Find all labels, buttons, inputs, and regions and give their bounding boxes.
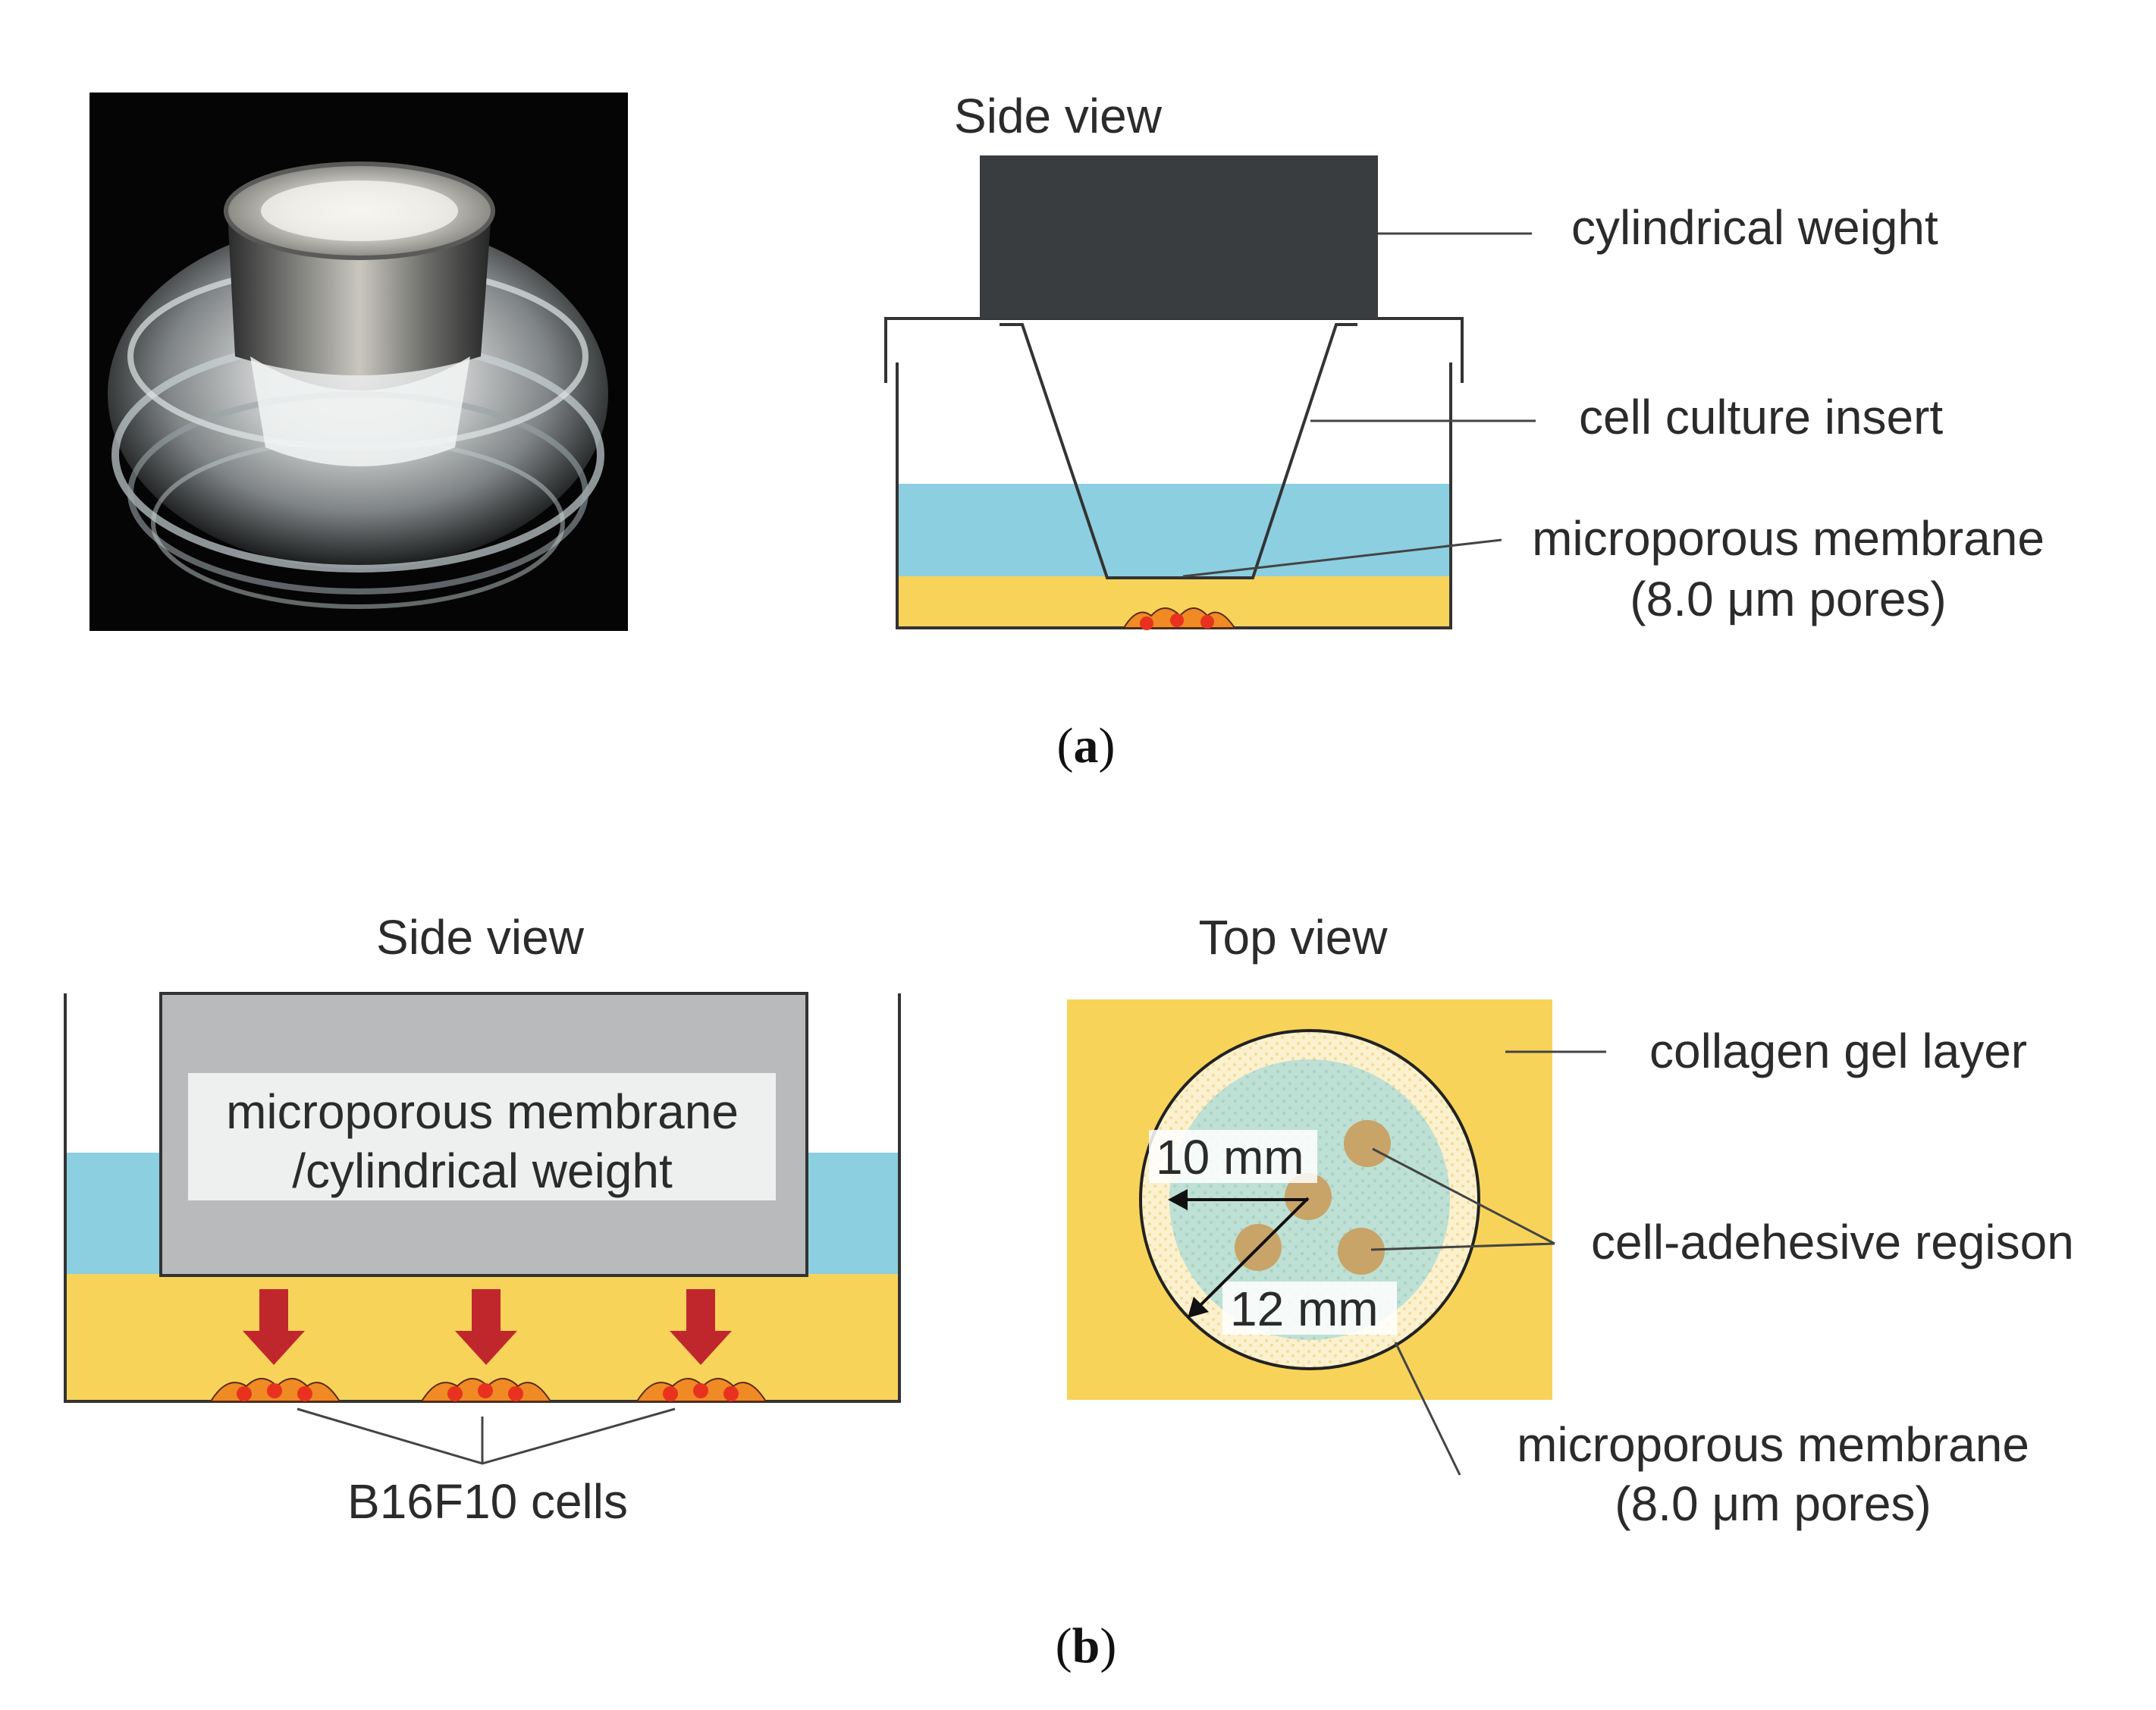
pressure-arrow-1 <box>243 1289 305 1365</box>
caption-a-letter: a <box>1074 718 1099 773</box>
label-cylindrical-weight: cylindrical weight <box>1571 200 1938 255</box>
adhesive-leader-2 <box>1370 1242 1555 1251</box>
panel-b-top-view-title: Top view <box>1199 910 1389 965</box>
label-membrane-a-line1: microporous membrane <box>1532 511 2045 566</box>
panel-b-side-view-title: Side view <box>376 910 585 965</box>
caption-b: (b) <box>1056 1618 1117 1674</box>
weight-box-line1: microporous membrane <box>226 1084 739 1139</box>
panel-b-side-schematic <box>64 992 901 1403</box>
adhesive-spot-1 <box>1344 1120 1391 1167</box>
dim-10mm-label: 10 mm <box>1156 1130 1304 1184</box>
cell-clusters-b <box>209 1378 767 1402</box>
membrane-leader <box>1182 538 1502 578</box>
panel-b-top-schematic <box>1067 999 1606 1476</box>
label-cell-adhesive-region: cell-adehesive regison <box>1591 1215 2074 1269</box>
panel-a-side-schematic <box>884 155 1536 630</box>
adhesive-spot-4 <box>1338 1228 1385 1275</box>
dim-12mm-arrow <box>1191 1197 1310 1315</box>
weight-label-box <box>188 1073 776 1200</box>
medium-layer <box>897 484 1451 576</box>
cell-cluster-2 <box>420 1378 552 1402</box>
pressure-arrow-2 <box>455 1289 517 1365</box>
cells-cluster <box>1122 607 1236 630</box>
label-membrane-b-line1: microporous membrane <box>1517 1417 2029 1472</box>
cell-cluster-1 <box>209 1378 341 1402</box>
dim-12mm-label: 12 mm <box>1230 1282 1379 1336</box>
label-b16f10-cells: B16F10 cells <box>347 1474 628 1529</box>
label-membrane-b-line2: (8.0 μm pores) <box>1615 1476 1931 1531</box>
insert-rim <box>884 317 1464 383</box>
pressure-arrows <box>243 1289 732 1365</box>
weight-box-line2: /cylindrical weight <box>292 1144 673 1198</box>
panel-a-side-view-title: Side view <box>954 89 1163 143</box>
cylindrical-weight <box>980 155 1378 318</box>
membrane-b-leader <box>1394 1341 1461 1476</box>
dim-12mm-bg <box>1222 1282 1397 1335</box>
adhesive-leader-1 <box>1372 1147 1555 1245</box>
apparatus-photo <box>89 93 628 631</box>
caption-a: (a) <box>1057 718 1116 773</box>
label-collagen-gel-layer: collagen gel layer <box>1649 1024 2027 1078</box>
pressure-arrow-3 <box>670 1289 732 1365</box>
insert-cup <box>1000 323 1357 579</box>
cells-bracket <box>297 1407 676 1465</box>
caption-b-letter: b <box>1072 1618 1100 1674</box>
cell-cluster-3 <box>636 1378 767 1402</box>
dim-10mm-bg <box>1149 1130 1317 1183</box>
label-membrane-a-line2: (8.0 μm pores) <box>1630 572 1946 626</box>
label-cell-culture-insert: cell culture insert <box>1579 390 1943 444</box>
